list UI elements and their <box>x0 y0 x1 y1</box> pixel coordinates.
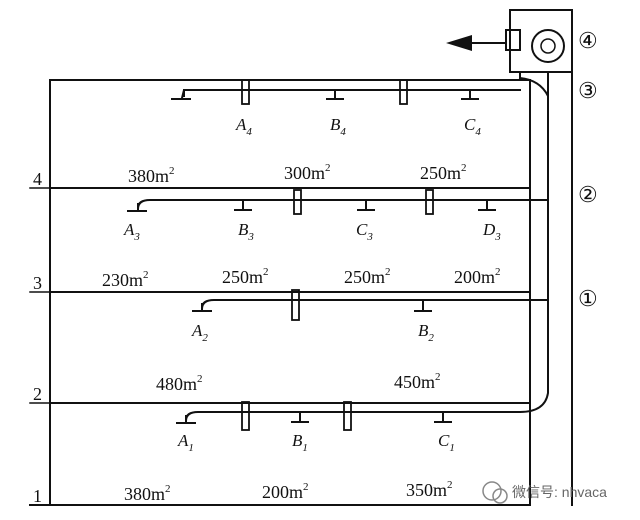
area-label: 450m2 <box>394 371 441 392</box>
duct-row-2 <box>192 289 549 321</box>
outlet-labels-row-3: A3 B3 C3 D3 <box>123 220 501 243</box>
floor-label: 3 <box>33 273 42 293</box>
station-label: ② <box>578 182 598 207</box>
area-label: 230m2 <box>102 269 149 290</box>
watermark-text: 微信号: nhvaca <box>512 484 607 500</box>
station-label: ③ <box>578 78 598 103</box>
area-label: 250m2 <box>420 162 467 183</box>
station-label: ① <box>578 286 598 311</box>
outlet-label: B2 <box>418 321 434 344</box>
duct-row-4 <box>171 79 521 105</box>
area-label: 250m2 <box>344 266 391 287</box>
outlet-label: A2 <box>191 321 208 344</box>
fan-unit <box>505 9 573 81</box>
area-label: 380m2 <box>128 165 175 186</box>
outlet-labels-row-1: A1 B1 C1 <box>177 431 455 454</box>
area-label: 480m2 <box>156 373 203 394</box>
outlet-label: C4 <box>464 115 481 138</box>
outlet-label: B1 <box>292 431 308 454</box>
area-labels-floor-3: 230m2 250m2 250m2 200m2 <box>102 266 501 290</box>
outlet-label: C3 <box>356 220 373 243</box>
outlet-label: A4 <box>235 115 252 138</box>
area-label: 380m2 <box>124 483 171 504</box>
area-labels-floor-4: 380m2 300m2 250m2 <box>128 162 467 186</box>
floor-label: 1 <box>33 486 42 506</box>
area-labels-floor-2: 480m2 450m2 <box>156 371 441 394</box>
area-label: 300m2 <box>284 162 331 183</box>
area-label: 200m2 <box>454 266 501 287</box>
floor-label: 2 <box>33 384 42 404</box>
duct-row-3 <box>127 189 549 215</box>
vertical-riser <box>518 76 549 414</box>
outlet-label: A3 <box>123 220 140 243</box>
outlet-labels-row-4: A4 B4 C4 <box>235 115 481 138</box>
wechat-icon <box>482 481 502 501</box>
floor-slabs <box>29 187 531 506</box>
area-labels-floor-1: 380m2 200m2 350m2 <box>124 479 453 504</box>
outlet-label: B4 <box>330 115 346 138</box>
area-label: 250m2 <box>222 266 269 287</box>
outlet-label: D3 <box>482 220 501 243</box>
floor-level-markers: 1 2 3 4 <box>29 169 51 506</box>
area-label: 350m2 <box>406 479 453 500</box>
exhaust-arrow <box>446 35 506 51</box>
station-markers: ④ ③ ② ① <box>578 28 598 311</box>
outlet-label: C1 <box>438 431 455 454</box>
floor-label: 4 <box>33 169 42 189</box>
outlet-labels-row-2: A2 B2 <box>191 321 434 344</box>
outlet-label: A1 <box>177 431 194 454</box>
station-label: ④ <box>578 28 598 53</box>
watermark: 微信号: nhvaca <box>482 481 607 504</box>
duct-row-1 <box>176 401 521 431</box>
area-label: 200m2 <box>262 481 309 502</box>
outlet-label: B3 <box>238 220 254 243</box>
